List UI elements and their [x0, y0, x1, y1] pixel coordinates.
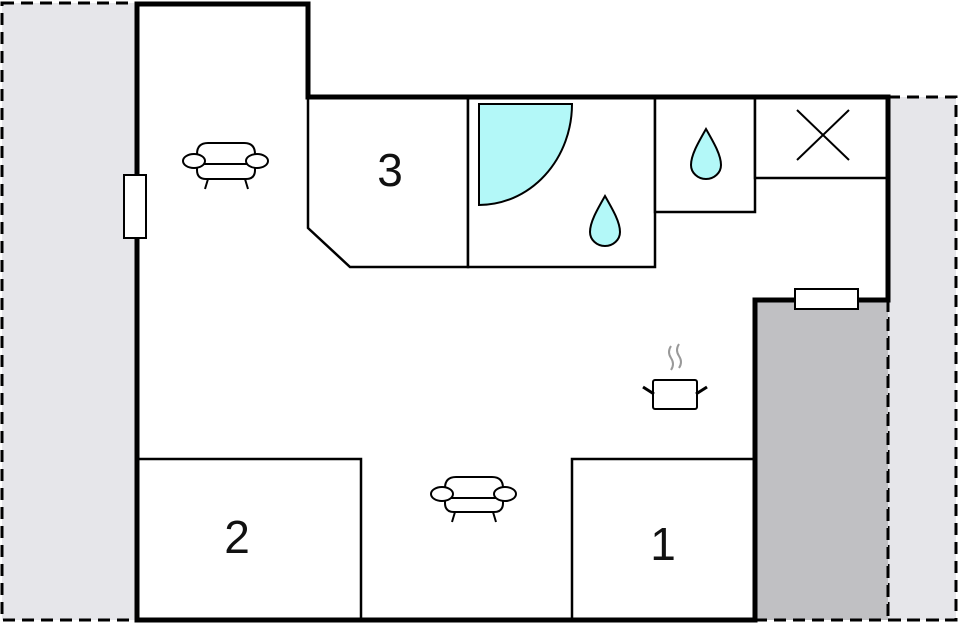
water-drop-icon-bathroom [588, 193, 622, 247]
shower-icon [478, 103, 574, 207]
window-icon-left [123, 174, 147, 239]
x-mark-icon [796, 109, 850, 161]
sofa-icon-living-bottom [430, 476, 517, 523]
water-drop-icon-wc [689, 126, 723, 180]
room-1-label: 1 [650, 518, 676, 570]
cooking-pot-icon [642, 343, 708, 410]
exterior-walls-outline [134, 1, 891, 623]
room-2-label: 2 [224, 511, 250, 563]
room-3-label: 3 [377, 144, 403, 196]
terrace-right [886, 95, 958, 622]
terrace-covered [755, 300, 888, 620]
terrace-left [0, 1, 139, 622]
sofa-icon-living-top [182, 142, 269, 190]
window-icon-right [794, 288, 859, 310]
room-2 [135, 457, 363, 622]
room-1 [570, 457, 757, 622]
